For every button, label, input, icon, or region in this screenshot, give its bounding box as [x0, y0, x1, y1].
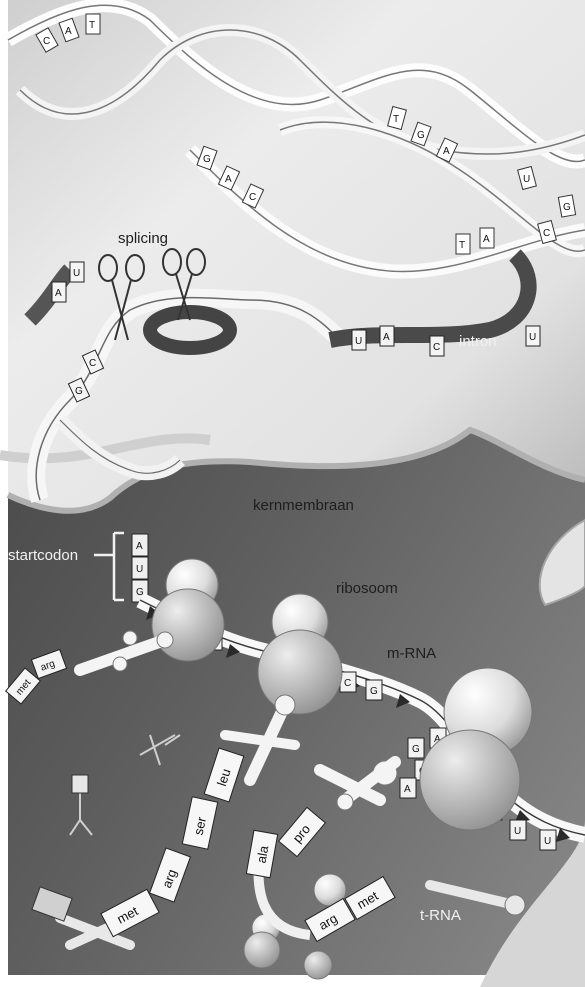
svg-text:C: C [543, 228, 550, 239]
dna-base: A [480, 228, 494, 248]
start-codon-bases: A U G [132, 534, 148, 602]
dna-base: T [86, 14, 100, 34]
svg-text:G: G [563, 202, 571, 213]
svg-text:T: T [393, 114, 399, 125]
dna-base: T [456, 234, 470, 254]
svg-text:A: A [483, 234, 490, 245]
svg-text:C: C [43, 36, 50, 47]
label-startcodon: startcodon [8, 547, 78, 564]
svg-text:G: G [417, 130, 425, 141]
svg-text:ala: ala [254, 844, 272, 864]
svg-text:U: U [544, 836, 551, 847]
svg-text:A: A [225, 174, 232, 185]
mrna-base: G [366, 680, 382, 700]
svg-text:C: C [344, 678, 351, 689]
svg-text:T: T [459, 240, 465, 251]
label-kernmembrane: kernmembraan [253, 497, 354, 514]
svg-text:A: A [55, 288, 62, 299]
intron-base: A [52, 282, 66, 302]
label-trna: t-RNA [420, 907, 461, 924]
start-codon-base: A [132, 534, 148, 556]
svg-text:A: A [136, 541, 143, 552]
svg-text:T: T [89, 20, 95, 31]
label-mrna: m-RNA [387, 645, 436, 662]
intron-base: A [380, 326, 394, 346]
svg-text:A: A [404, 784, 411, 795]
label-intron: intron [459, 333, 497, 350]
svg-text:A: A [383, 332, 390, 343]
mrna-base: C [340, 672, 356, 692]
mrna-base: U [510, 820, 526, 840]
intron-base: U [70, 262, 84, 282]
intron-base: U [352, 330, 366, 350]
svg-text:U: U [523, 174, 530, 185]
mrna-base: U [540, 830, 556, 850]
trna-tag [72, 775, 88, 793]
start-codon-base: U [132, 557, 148, 579]
svg-text:U: U [529, 332, 536, 343]
label-ribosome: ribosoom [336, 580, 398, 597]
svg-text:U: U [73, 268, 80, 279]
svg-text:A: A [65, 26, 72, 37]
dna-base: G [558, 195, 575, 217]
svg-text:A: A [443, 146, 450, 157]
intron-base: C [430, 336, 444, 356]
mrna-base: A [400, 778, 416, 798]
label-splicing: splicing [118, 230, 168, 247]
svg-text:G: G [75, 386, 83, 397]
intron-base: U [526, 326, 540, 346]
svg-text:G: G [370, 686, 378, 697]
svg-text:G: G [412, 744, 420, 755]
svg-text:C: C [433, 342, 440, 353]
svg-text:U: U [355, 336, 362, 347]
svg-text:U: U [136, 564, 143, 575]
mrna-base: G [408, 738, 424, 758]
svg-text:C: C [89, 358, 96, 369]
svg-text:C: C [249, 192, 256, 203]
svg-text:U: U [514, 826, 521, 837]
svg-text:G: G [203, 154, 211, 165]
